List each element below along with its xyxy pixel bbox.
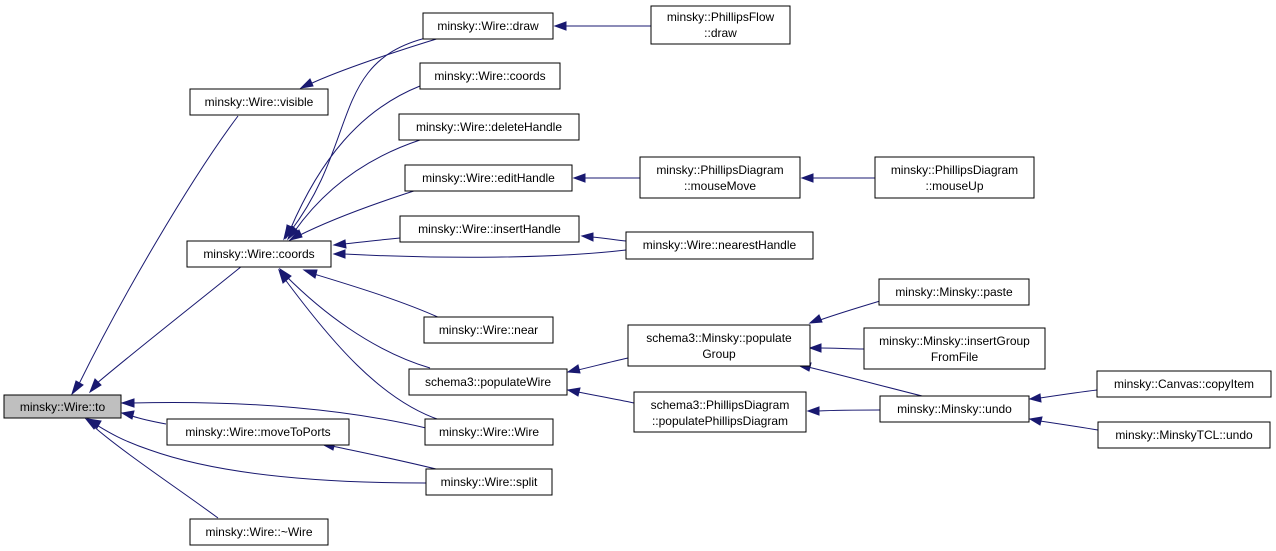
svg-text:minsky::Wire::near: minsky::Wire::near bbox=[439, 323, 538, 337]
svg-text:minsky::PhillipsDiagram: minsky::PhillipsDiagram bbox=[656, 163, 783, 177]
svg-text:schema3::populateWire: schema3::populateWire bbox=[425, 375, 551, 389]
node-moveToPorts[interactable]: minsky::Wire::moveToPorts bbox=[166, 418, 350, 446]
svg-text:minsky::Canvas::copyItem: minsky::Canvas::copyItem bbox=[1114, 377, 1254, 391]
node-near[interactable]: minsky::Wire::near bbox=[423, 316, 554, 344]
edge-populateWire-coords bbox=[278, 267, 431, 369]
edge-split-moveToPorts bbox=[320, 441, 441, 471]
svg-text:minsky::PhillipsFlow: minsky::PhillipsFlow bbox=[667, 10, 775, 24]
edge-near-coords bbox=[302, 269, 441, 319]
svg-text:::populatePhillipsDiagram: ::populatePhillipsDiagram bbox=[652, 414, 788, 428]
svg-text:schema3::PhillipsDiagram: schema3::PhillipsDiagram bbox=[651, 398, 790, 412]
node-copyItem[interactable]: minsky::Canvas::copyItem bbox=[1096, 370, 1272, 398]
edge-nearestHandle-coords bbox=[332, 249, 627, 259]
edge-insertHandle-coords bbox=[332, 237, 401, 249]
svg-text:schema3::Minsky::populate: schema3::Minsky::populate bbox=[646, 331, 792, 345]
svg-text:minsky::Wire::split: minsky::Wire::split bbox=[441, 475, 538, 489]
edge-visible-to bbox=[71, 115, 239, 396]
edge-coords-to bbox=[88, 265, 243, 394]
svg-text:Group: Group bbox=[702, 347, 736, 361]
node-populateWire[interactable]: schema3::populateWire bbox=[408, 368, 568, 396]
svg-text:minsky::Wire::coords: minsky::Wire::coords bbox=[203, 247, 314, 261]
node-dtor[interactable]: minsky::Wire::~Wire bbox=[189, 518, 329, 546]
node-draw[interactable]: minsky::Wire::draw bbox=[422, 12, 554, 40]
svg-text:minsky::Wire::editHandle: minsky::Wire::editHandle bbox=[422, 171, 555, 185]
node-to[interactable]: minsky::Wire::to bbox=[3, 394, 122, 419]
svg-text:minsky::Minsky::paste: minsky::Minsky::paste bbox=[895, 285, 1013, 299]
node-populateGroup[interactable]: schema3::Minsky::populate Group bbox=[627, 324, 811, 367]
node-paste[interactable]: minsky::Minsky::paste bbox=[878, 278, 1030, 306]
edge-mouseUp-mouseMove bbox=[800, 173, 875, 183]
edge-phillipsFlowDraw-draw bbox=[553, 21, 651, 31]
node-tclUndo[interactable]: minsky::MinskyTCL::undo bbox=[1097, 421, 1271, 449]
svg-text:minsky::Wire::coords: minsky::Wire::coords bbox=[434, 69, 545, 83]
svg-text:minsky::Minsky::insertGroup: minsky::Minsky::insertGroup bbox=[879, 334, 1030, 348]
edge-tclUndo-undo bbox=[1028, 416, 1099, 431]
node-visible[interactable]: minsky::Wire::visible bbox=[189, 88, 329, 116]
node-undo[interactable]: minsky::Minsky::undo bbox=[879, 395, 1030, 423]
node-phillipsFlowDraw[interactable]: minsky::PhillipsFlow ::draw bbox=[650, 5, 791, 45]
svg-text:::mouseUp: ::mouseUp bbox=[925, 179, 983, 193]
svg-text:minsky::PhillipsDiagram: minsky::PhillipsDiagram bbox=[891, 163, 1018, 177]
node-deleteHandle[interactable]: minsky::Wire::deleteHandle bbox=[398, 113, 580, 141]
svg-text:::draw: ::draw bbox=[704, 26, 737, 40]
node-mouseMove[interactable]: minsky::PhillipsDiagram ::mouseMove bbox=[639, 156, 801, 199]
node-wireCtor[interactable]: minsky::Wire::Wire bbox=[424, 418, 554, 446]
svg-text:minsky::Wire::insertHandle: minsky::Wire::insertHandle bbox=[418, 222, 561, 236]
svg-text:minsky::MinskyTCL::undo: minsky::MinskyTCL::undo bbox=[1115, 428, 1253, 442]
node-editHandle[interactable]: minsky::Wire::editHandle bbox=[404, 164, 573, 192]
node-split[interactable]: minsky::Wire::split bbox=[425, 468, 553, 496]
svg-text:minsky::Wire::to: minsky::Wire::to bbox=[20, 400, 106, 414]
edge-wireCtor-to bbox=[120, 398, 427, 429]
node-populatePhillips[interactable]: schema3::PhillipsDiagram ::populatePhill… bbox=[633, 391, 807, 433]
svg-text:minsky::Wire::Wire: minsky::Wire::Wire bbox=[439, 425, 539, 439]
node-insertGroup[interactable]: minsky::Minsky::insertGroup FromFile bbox=[863, 327, 1046, 370]
svg-text:minsky::Wire::nearestHandle: minsky::Wire::nearestHandle bbox=[643, 238, 797, 252]
edge-editHandle-coords bbox=[288, 188, 421, 241]
svg-text:minsky::Wire::visible: minsky::Wire::visible bbox=[205, 95, 314, 109]
svg-text:minsky::Minsky::undo: minsky::Minsky::undo bbox=[897, 402, 1012, 416]
edge-wireCtor-coords bbox=[278, 268, 441, 421]
edge-split-to bbox=[86, 418, 427, 484]
edge-insertGroup-populateGroup bbox=[808, 343, 865, 353]
svg-text:minsky::Wire::moveToPorts: minsky::Wire::moveToPorts bbox=[185, 425, 330, 439]
svg-text:FromFile: FromFile bbox=[931, 350, 979, 364]
svg-text:::mouseMove: ::mouseMove bbox=[684, 179, 756, 193]
svg-text:minsky::Wire::draw: minsky::Wire::draw bbox=[437, 19, 539, 33]
node-nearestHandle[interactable]: minsky::Wire::nearestHandle bbox=[625, 231, 814, 260]
svg-text:minsky::Wire::deleteHandle: minsky::Wire::deleteHandle bbox=[416, 120, 562, 134]
edge-nearestHandle-insertHandle bbox=[580, 232, 627, 242]
edge-undo-populatePhillips bbox=[806, 406, 881, 416]
edge-mouseMove-editHandle bbox=[572, 173, 640, 183]
edge-copyItem-undo bbox=[1028, 389, 1098, 403]
edge-populatePhillips-populateWire bbox=[566, 387, 635, 404]
node-coords-main[interactable]: minsky::Wire::coords bbox=[186, 240, 332, 268]
node-insertHandle[interactable]: minsky::Wire::insertHandle bbox=[399, 215, 580, 243]
edge-paste-populateGroup bbox=[808, 300, 881, 324]
edge-populateGroup-populateWire bbox=[566, 357, 629, 374]
node-mouseUp[interactable]: minsky::PhillipsDiagram ::mouseUp bbox=[874, 156, 1035, 199]
edge-deleteHandle-coords bbox=[287, 139, 421, 241]
edge-moveToPorts-to bbox=[120, 410, 167, 425]
svg-text:minsky::Wire::~Wire: minsky::Wire::~Wire bbox=[205, 525, 312, 539]
node-coords2[interactable]: minsky::Wire::coords bbox=[419, 62, 561, 90]
edge-draw-visible bbox=[299, 36, 444, 89]
